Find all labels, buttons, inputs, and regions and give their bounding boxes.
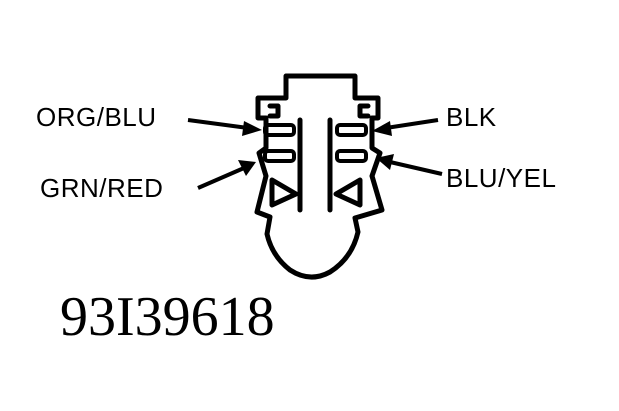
terminal-slots bbox=[263, 123, 368, 163]
leader-bottom-right bbox=[376, 154, 443, 176]
wire-label-org-blu: ORG/BLU bbox=[36, 102, 157, 132]
terminal-bottom-left bbox=[263, 149, 296, 163]
terminal-bottom-right bbox=[335, 149, 368, 163]
leader-bottom-left bbox=[197, 160, 256, 190]
terminal-top-left bbox=[263, 123, 296, 137]
terminal-top-right bbox=[335, 123, 368, 137]
leader-top-right bbox=[372, 118, 439, 136]
figure-id: 93I39618 bbox=[60, 286, 275, 348]
connector-body bbox=[254, 73, 385, 280]
wire-label-blu-yel: BLU/YEL bbox=[446, 163, 556, 193]
wire-label-blk: BLK bbox=[446, 102, 497, 132]
wire-label-grn-red: GRN/RED bbox=[40, 173, 163, 203]
leader-top-left bbox=[187, 118, 262, 136]
